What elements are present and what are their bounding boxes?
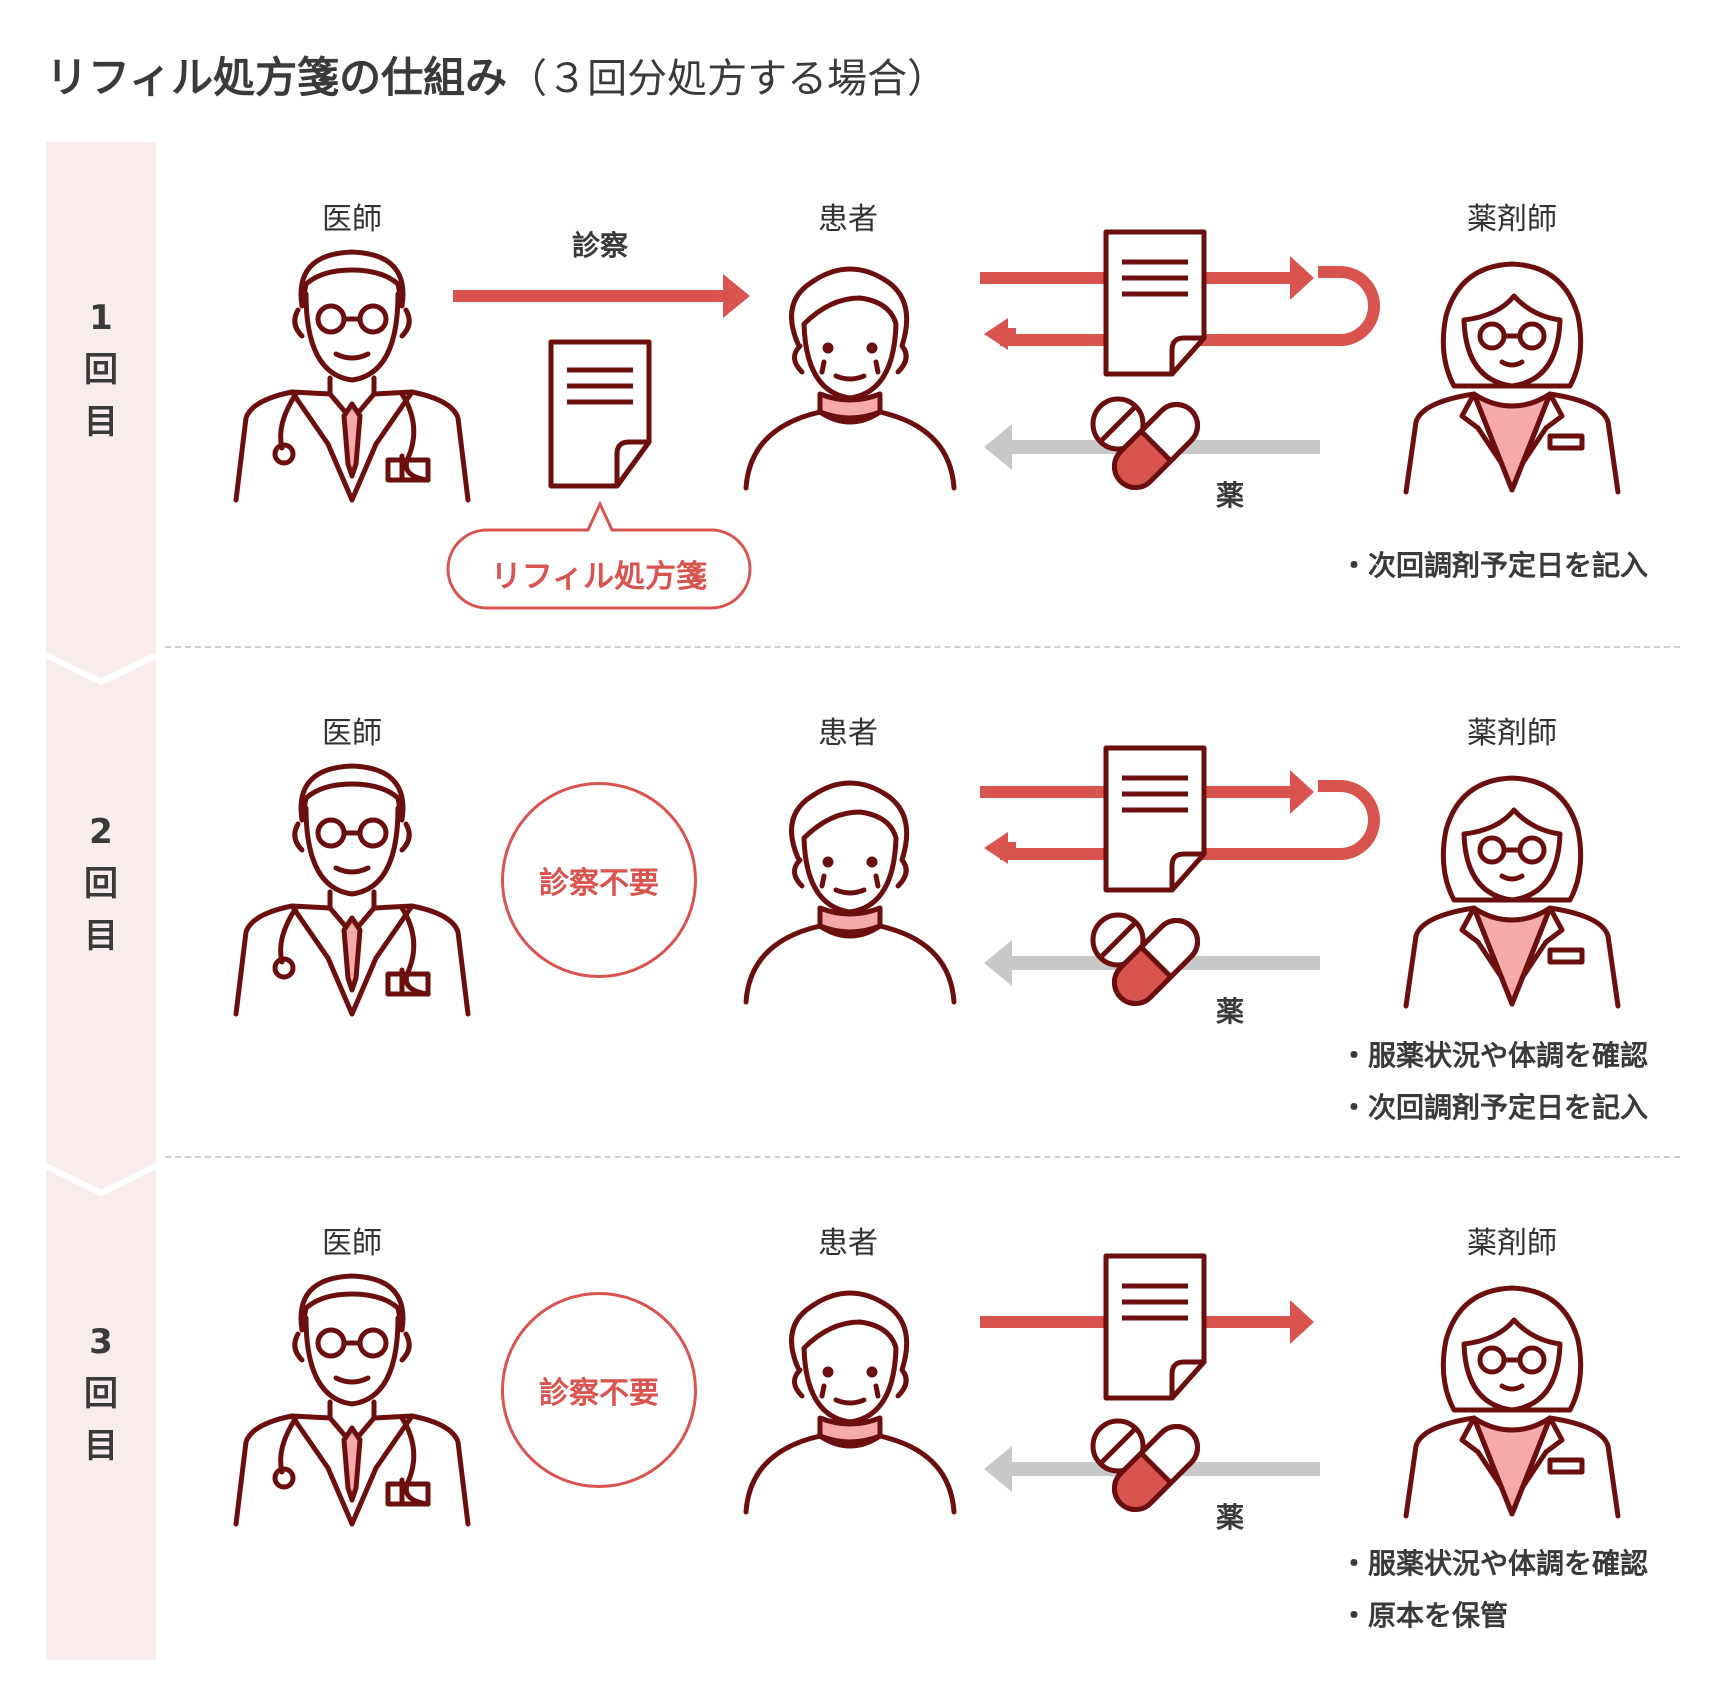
- pill-icon: [1090, 396, 1146, 452]
- exam-arrow: [453, 274, 750, 318]
- patient-icon: [743, 266, 957, 491]
- doctor-icon: [233, 763, 471, 1017]
- prescription-exchange-arrows: [980, 770, 1380, 864]
- exam-label: 診察: [571, 229, 629, 262]
- patient-label: 患者: [818, 716, 878, 751]
- page-title: リフィル処方箋の仕組み（３回分処方する場合）: [46, 44, 947, 105]
- medicine-label: 薬: [1215, 1501, 1245, 1534]
- medicine-label: 薬: [1215, 995, 1245, 1028]
- title-sub: （３回分処方する場合）: [507, 56, 948, 102]
- round-1-me: 目: [84, 402, 118, 442]
- pharmacist-icon: [1403, 261, 1621, 495]
- round-1-number: 1: [89, 298, 113, 338]
- round-2-number: 2: [89, 812, 113, 852]
- doctor-label: 医師: [322, 1226, 382, 1261]
- document-icon: [548, 339, 652, 489]
- pharmacist-label: 薬剤師: [1467, 1226, 1557, 1261]
- doctor-icon: [233, 1273, 471, 1527]
- round-3-number: 3: [89, 1322, 113, 1362]
- refill-bubble-shape: [446, 500, 752, 610]
- round-1-label: 1 回 目: [46, 292, 156, 448]
- pharmacist-notes: ・服薬状況や体調を確認 ・次回調剤予定日を記入: [1340, 1030, 1648, 1134]
- patient-label: 患者: [818, 1226, 878, 1261]
- doctor-icon: [233, 249, 471, 503]
- round-2-me: 目: [84, 916, 118, 956]
- divider: [165, 1156, 1680, 1158]
- pill-icon: [1090, 912, 1146, 968]
- round-2-kai: 回: [84, 864, 118, 904]
- pharmacist-label: 薬剤師: [1467, 716, 1557, 751]
- pharmacist-icon: [1403, 1285, 1621, 1519]
- round-3-me: 目: [84, 1426, 118, 1466]
- pharmacist-icon: [1403, 775, 1621, 1009]
- note-item: ・服薬状況や体調を確認: [1340, 1547, 1649, 1580]
- no-exam-badge: 診察不要: [501, 782, 697, 978]
- prescription-exchange-arrows: [980, 256, 1380, 350]
- prescription-document-icon: [1103, 745, 1207, 893]
- pharmacist-notes: ・次回調剤予定日を記入: [1340, 540, 1648, 592]
- doctor-label: 医師: [322, 716, 382, 751]
- round-3-kai: 回: [84, 1374, 118, 1414]
- note-item: ・次回調剤予定日を記入: [1340, 549, 1649, 582]
- round-2-label: 2 回 目: [46, 806, 156, 962]
- capsule-icon: [1111, 1423, 1201, 1513]
- patient-label: 患者: [818, 202, 878, 237]
- patient-icon: [743, 780, 957, 1005]
- round-1-kai: 回: [84, 350, 118, 390]
- refill-bubble-label: リフィル処方箋: [490, 559, 708, 595]
- note-item: ・服薬状況や体調を確認: [1340, 1039, 1649, 1072]
- prescription-document-icon: [1103, 1253, 1207, 1401]
- pharmacist-notes: ・服薬状況や体調を確認 ・原本を保管: [1340, 1538, 1648, 1642]
- prescription-document-icon: [1103, 229, 1207, 377]
- doctor-label: 医師: [322, 202, 382, 237]
- note-item: ・原本を保管: [1340, 1599, 1509, 1632]
- medicine-label: 薬: [1215, 479, 1245, 512]
- round-3-label: 3 回 目: [46, 1316, 156, 1472]
- pharmacist-label: 薬剤師: [1467, 202, 1557, 237]
- capsule-icon: [1111, 917, 1201, 1007]
- title-main: リフィル処方箋の仕組み: [46, 53, 508, 102]
- pill-icon: [1090, 1418, 1146, 1474]
- round-sidebar: [46, 142, 156, 1660]
- note-item: ・次回調剤予定日を記入: [1340, 1091, 1649, 1124]
- divider: [165, 646, 1680, 648]
- capsule-icon: [1111, 401, 1201, 491]
- no-exam-badge: 診察不要: [501, 1292, 697, 1488]
- patient-icon: [743, 1290, 957, 1515]
